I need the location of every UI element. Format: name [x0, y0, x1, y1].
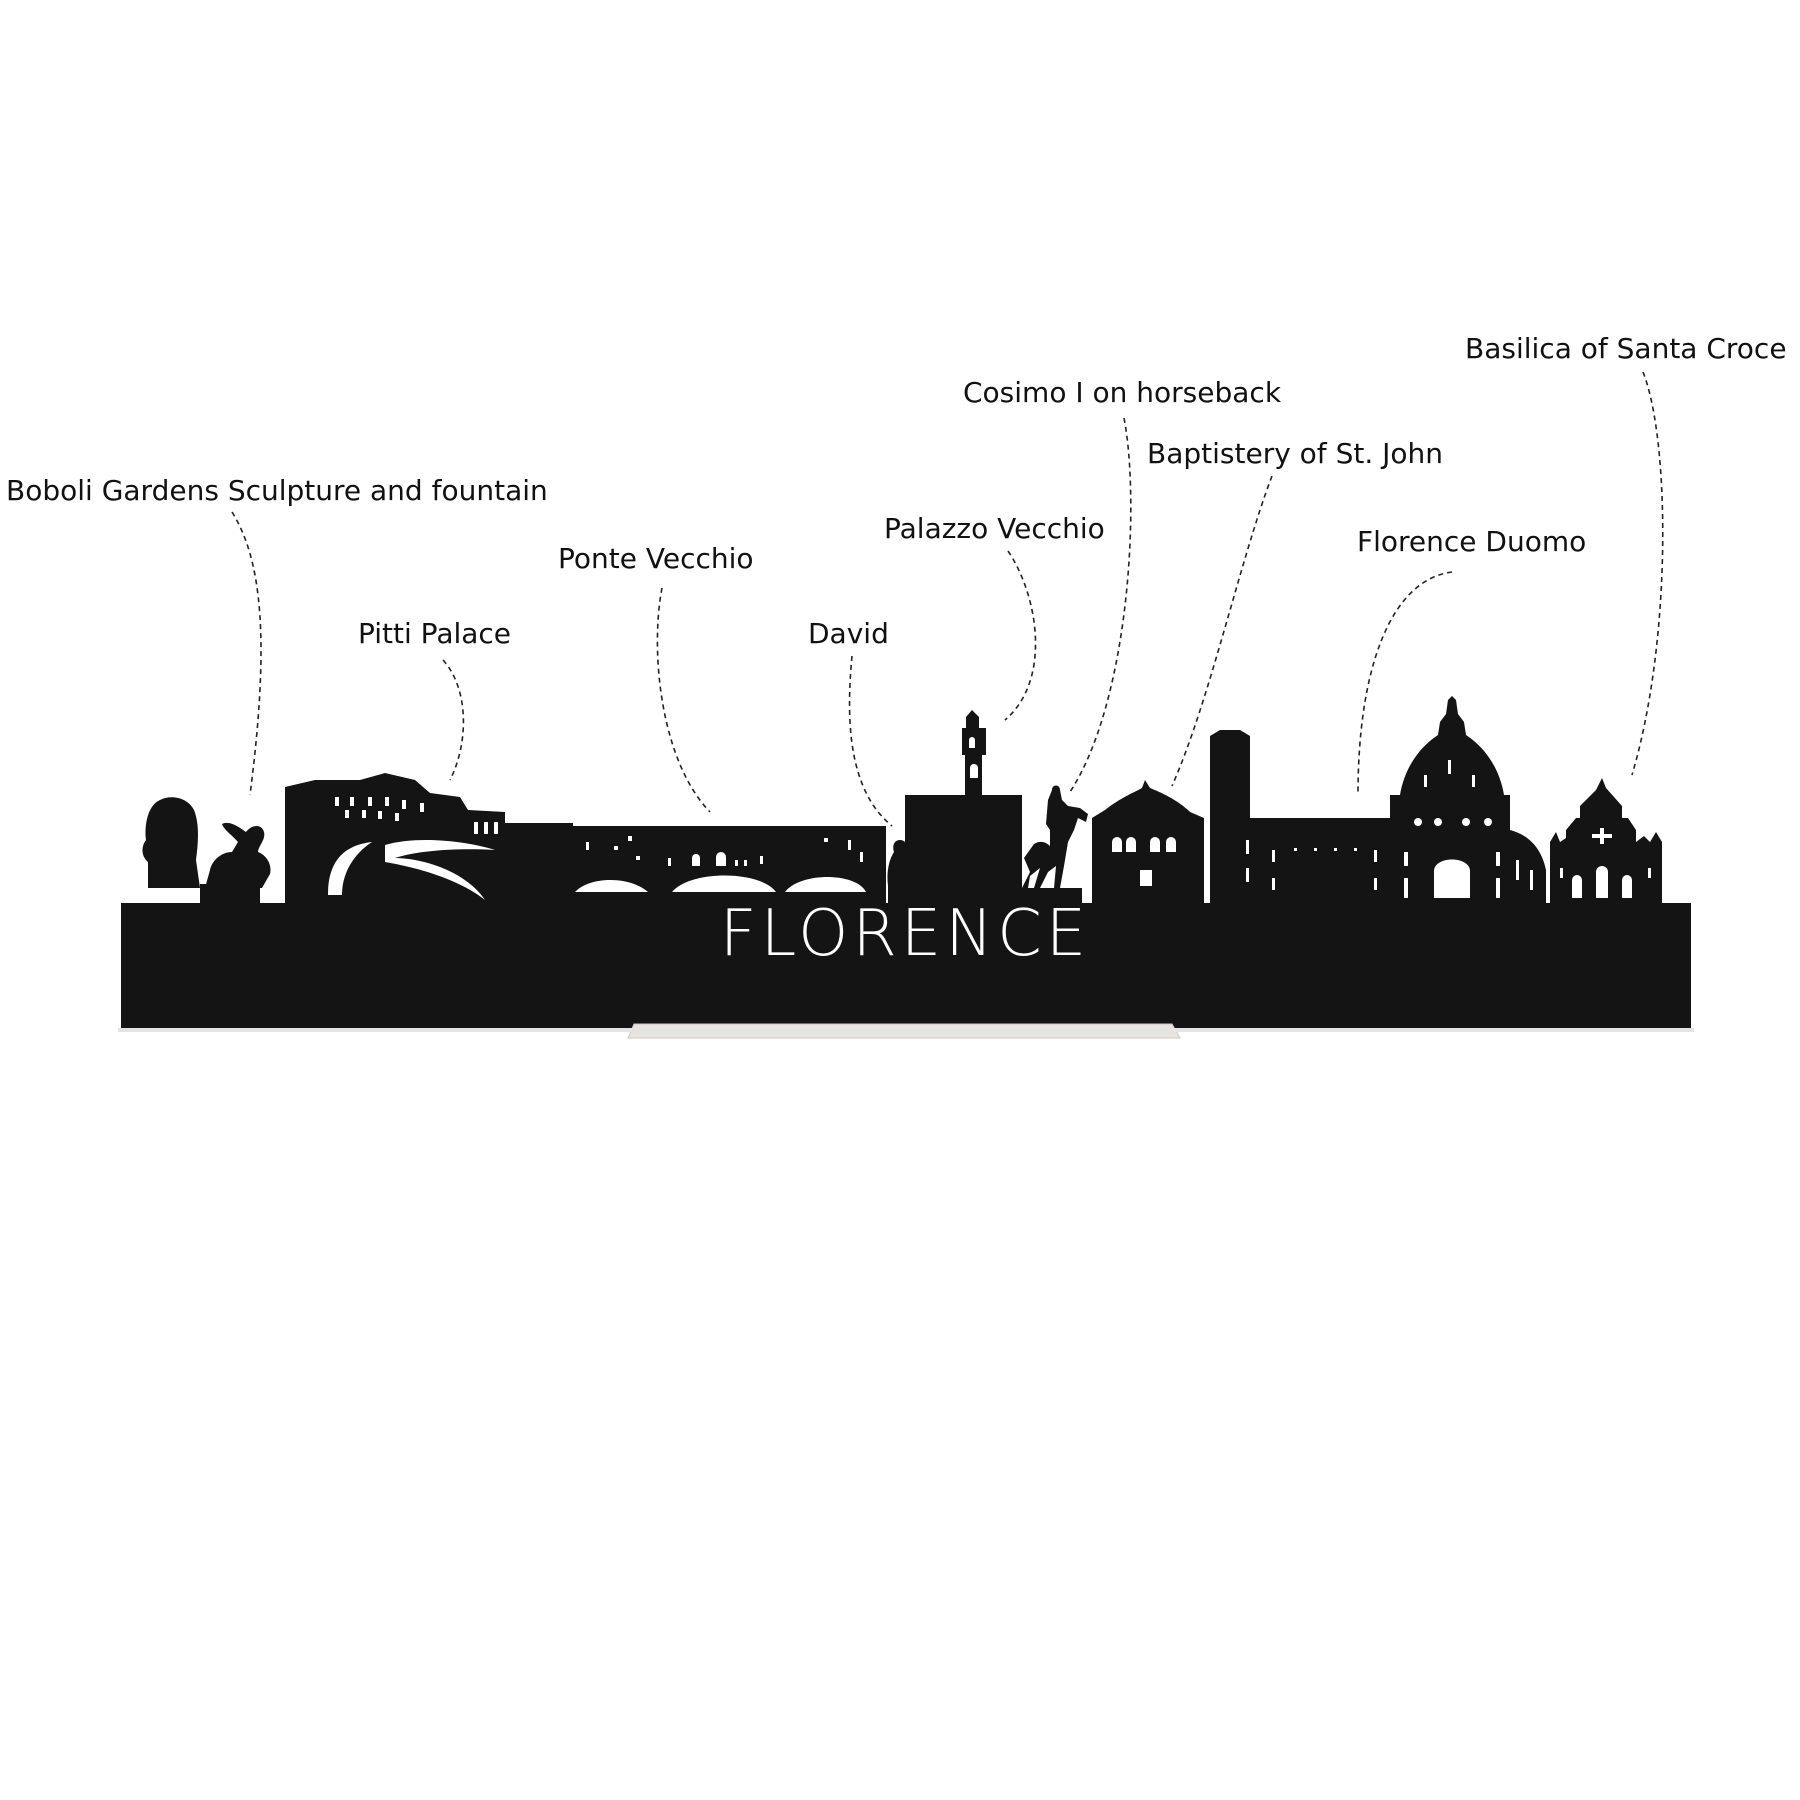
leader-santacroce [1631, 371, 1664, 776]
baptistery [1092, 780, 1204, 903]
duomo-windows [1404, 760, 1533, 898]
leader-boboli [231, 511, 262, 796]
base-slab [121, 903, 1691, 1028]
ponte-arch-2 [672, 875, 776, 892]
campanile [1210, 730, 1250, 903]
boboli-plinth [200, 884, 260, 904]
base-shadow [118, 1028, 1694, 1032]
santa-croce-windows [1560, 828, 1651, 898]
pitti-windows [335, 797, 498, 834]
label-duomo: Florence Duomo [1357, 525, 1586, 558]
leader-david [848, 655, 893, 827]
ponte-arch-3 [785, 877, 866, 892]
pitti-arch-1 [328, 842, 372, 895]
skyline-silhouette: FLORENCE [121, 696, 1691, 1028]
label-santacroce: Basilica of Santa Croce [1465, 332, 1787, 365]
leader-cosimo [1069, 417, 1132, 793]
leader-duomo [1357, 571, 1453, 795]
leader-palazzo [1004, 550, 1037, 721]
ponte-vecchio-windows [586, 836, 863, 866]
boboli-head [142, 797, 200, 888]
baptistery-windows [1112, 837, 1176, 886]
label-boboli: Boboli Gardens Sculpture and fountain [6, 474, 548, 507]
duomo-dome [1390, 696, 1546, 903]
ponte-arch-1 [575, 880, 648, 892]
label-cosimo: Cosimo I on horseback [963, 376, 1282, 409]
pitti-palace [285, 773, 505, 903]
boboli-fountain [205, 822, 271, 888]
city-name: FLORENCE [720, 897, 1090, 971]
leader-ponte [656, 587, 711, 813]
cosimo-statue [1018, 785, 1088, 903]
label-palazzo: Palazzo Vecchio [884, 512, 1105, 545]
santa-croce [1550, 778, 1662, 903]
label-ponte: Ponte Vecchio [558, 542, 754, 575]
david-statue [887, 840, 911, 903]
leader-baptistery [1171, 475, 1273, 787]
label-david: David [808, 617, 889, 650]
pitti-arch-2 [385, 840, 495, 900]
palazzo-vecchio [905, 710, 1022, 903]
leader-pitti [442, 659, 465, 781]
duomo-nave-windows [1272, 848, 1377, 890]
duomo-nave [1250, 818, 1390, 903]
label-baptistery: Baptistery of St. John [1147, 437, 1443, 470]
uffizi-block [505, 823, 573, 903]
label-pitti: Pitti Palace [358, 617, 511, 650]
